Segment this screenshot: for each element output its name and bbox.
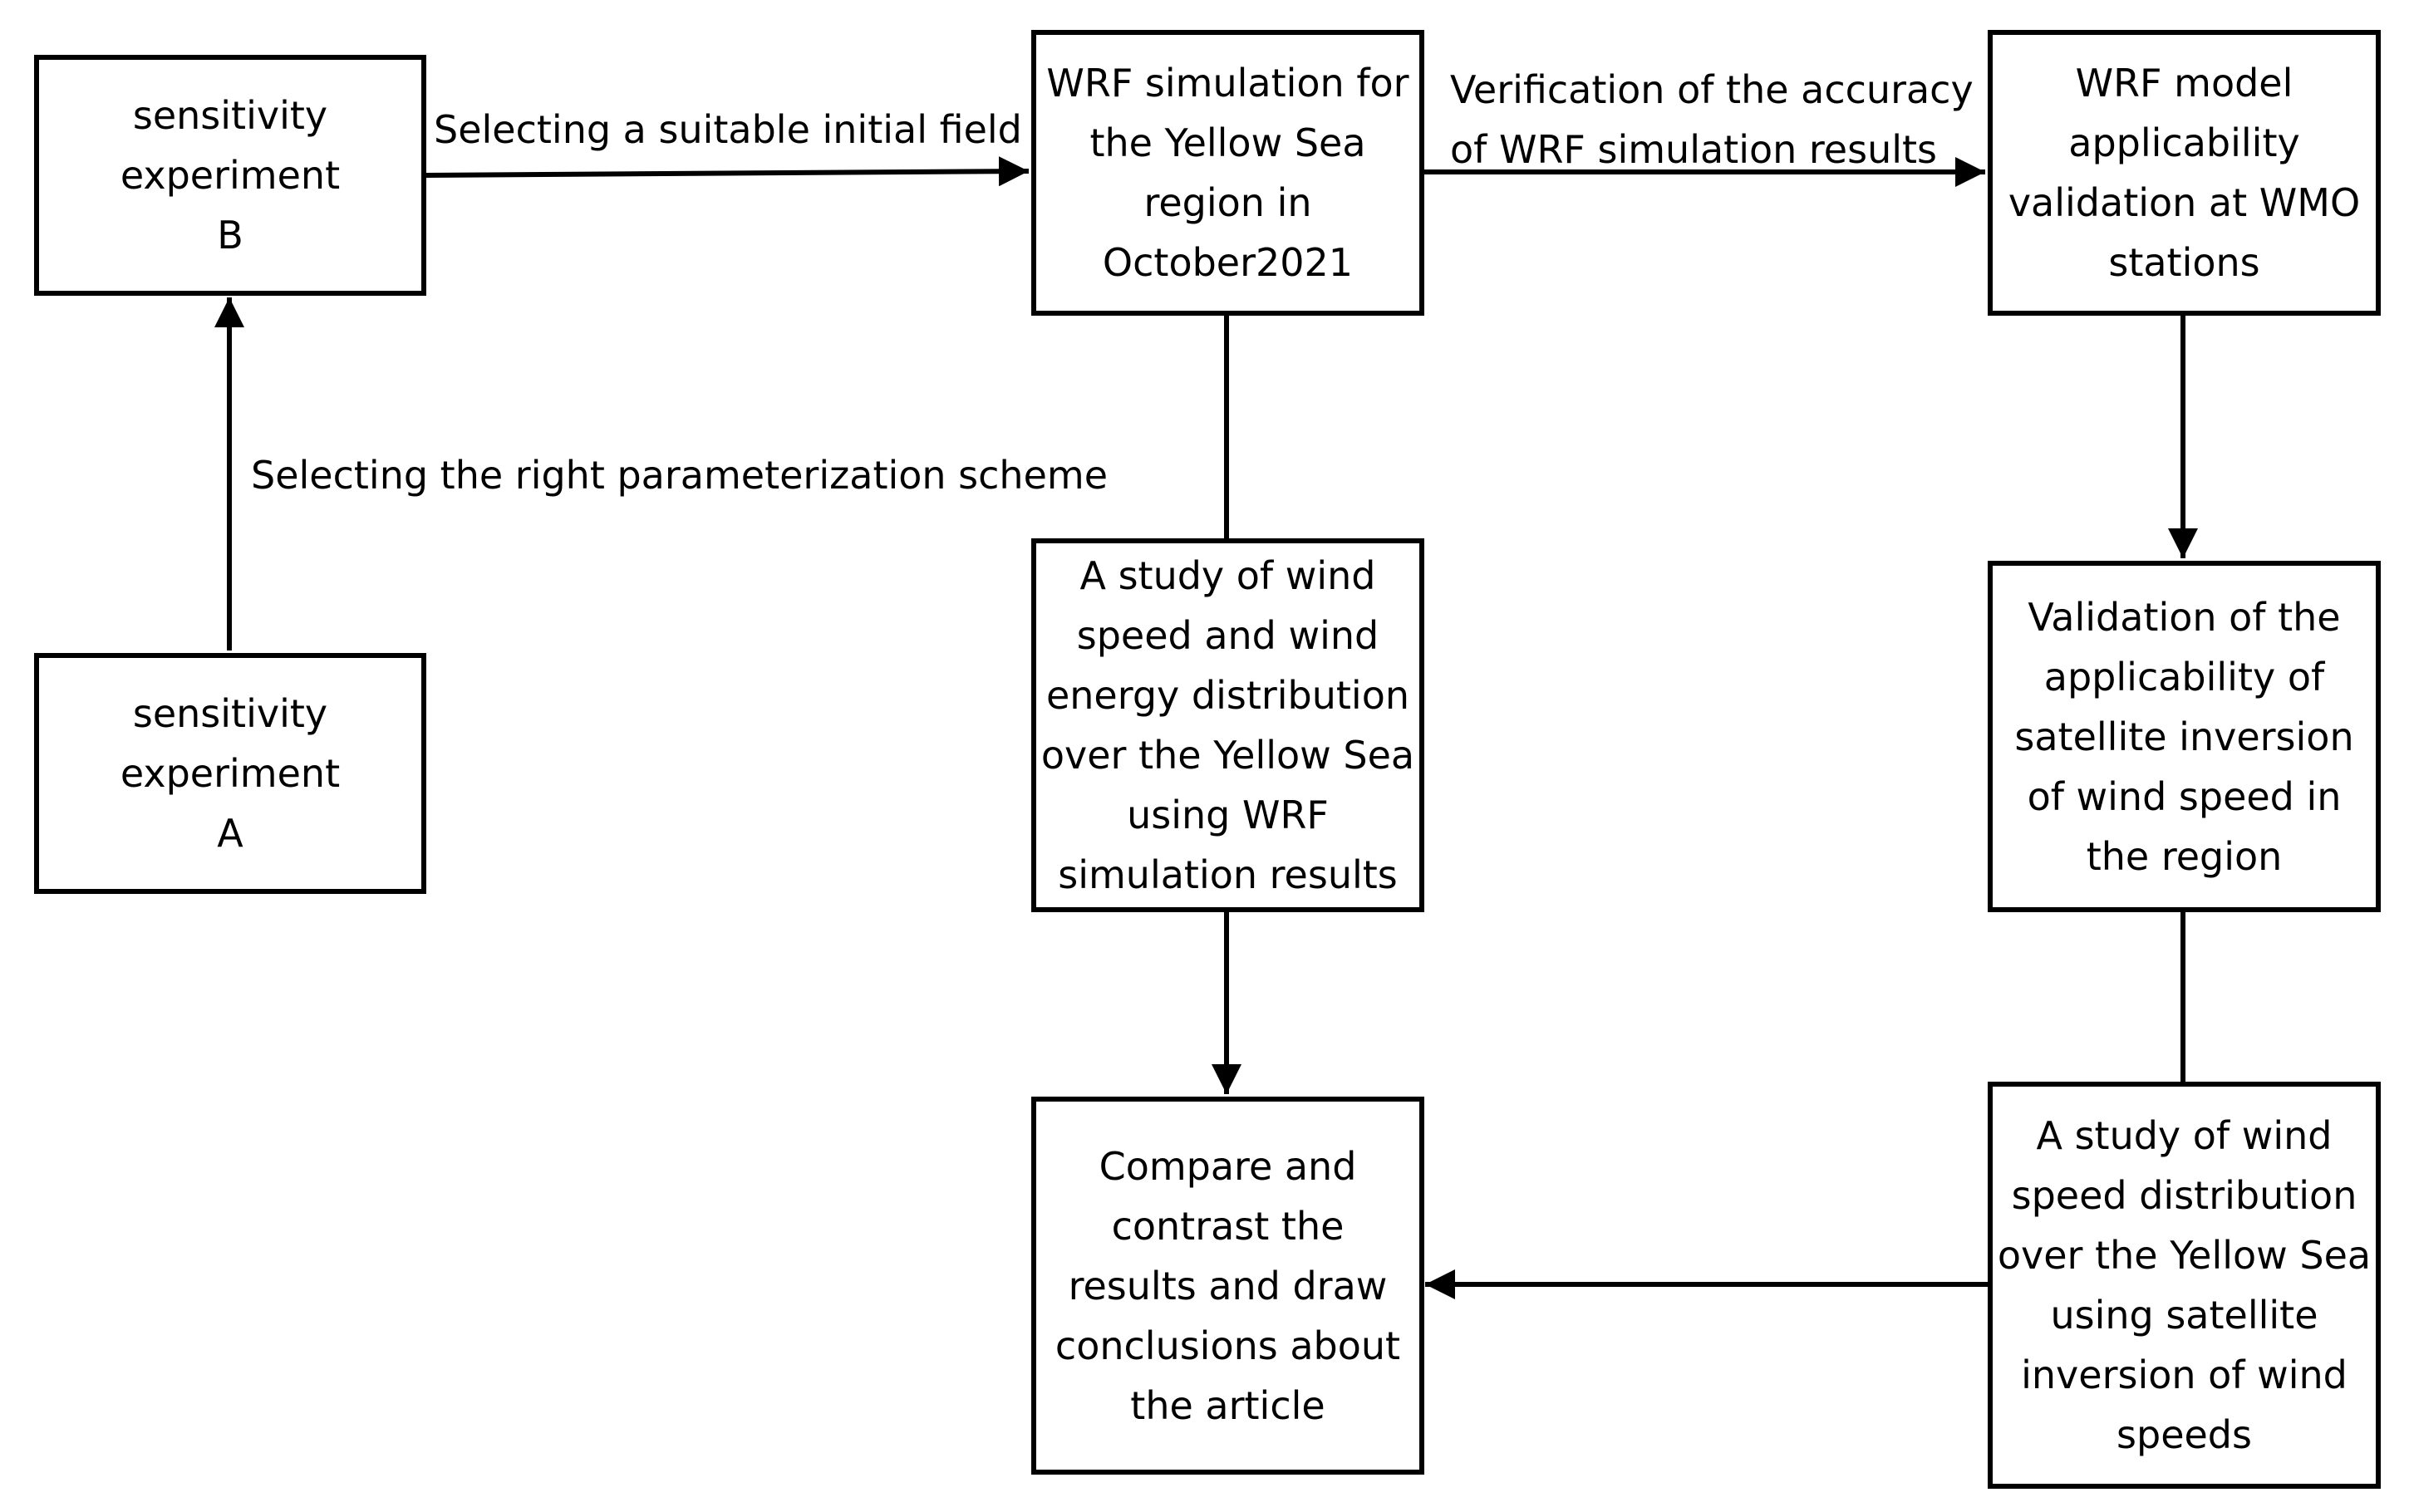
node-label: sensitivity experiment B	[120, 93, 341, 258]
node-label: Compare and contrast the results and dra…	[1055, 1143, 1401, 1428]
node-label: WRF model applicability validation at WM…	[2008, 61, 2361, 285]
node-label: A study of wind speed and wind energy di…	[1040, 553, 1415, 897]
node-label: sensitivity experiment A	[120, 691, 341, 856]
edge-label-verification-line-2: of WRF simulation results	[1450, 127, 1938, 172]
node-sensitivity-experiment-a: sensitivity experiment A	[34, 653, 426, 894]
node-label: WRF simulation for the Yellow Sea region…	[1046, 61, 1409, 285]
node-compare-and-conclude: Compare and contrast the results and dra…	[1031, 1097, 1424, 1475]
node-wind-study-wrf: A study of wind speed and wind energy di…	[1031, 538, 1424, 912]
node-satellite-validation: Validation of the applicability of satel…	[1988, 561, 2381, 912]
arrow-exp-b-to-wrf-sim	[425, 156, 1030, 187]
edge-label-initial-field: Selecting a suitable initial field	[434, 107, 1022, 152]
node-label: Validation of the applicability of satel…	[2014, 594, 2354, 879]
node-wind-study-satellite: A study of wind speed distribution over …	[1988, 1082, 2381, 1489]
node-sensitivity-experiment-b: sensitivity experiment B	[34, 55, 426, 296]
node-label: A study of wind speed distribution over …	[1997, 1113, 2372, 1457]
edge-label-parameterization: Selecting the right parameterization sch…	[251, 453, 1109, 498]
node-wrf-simulation: WRF simulation for the Yellow Sea region…	[1031, 30, 1424, 316]
node-wrf-model-validation: WRF model applicability validation at WM…	[1988, 30, 2381, 316]
edge-label-verification-line-1: Verification of the accuracy	[1450, 67, 1974, 112]
